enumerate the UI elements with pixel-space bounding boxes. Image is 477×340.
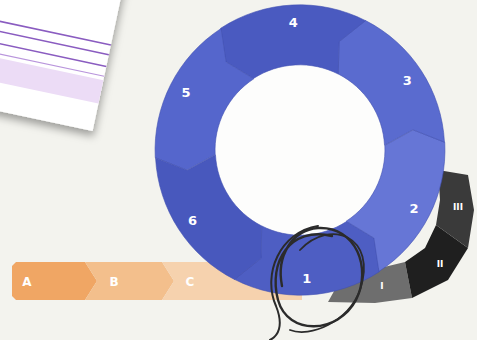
ribbon-segment-outline (436, 170, 474, 248)
step-label: 6 (188, 213, 197, 226)
step-label: 5 (181, 85, 190, 98)
paper-card (0, 0, 126, 131)
step-label: III (453, 203, 463, 212)
chevron-step: B (85, 262, 174, 300)
chevron-step-outline (85, 262, 174, 300)
step-label: I (380, 282, 383, 291)
chevron-step-outline (12, 262, 97, 300)
step-label: 1 (302, 271, 311, 284)
ribbon-segment-outline (328, 262, 412, 303)
cycle-segment: 6 (181, 208, 205, 232)
card-line (0, 27, 109, 55)
card-line (0, 17, 111, 45)
card-sheet (0, 0, 126, 131)
cycle-segment-outline (155, 28, 254, 170)
chevron-step: A (12, 262, 97, 300)
cycle-segment-outline (221, 5, 366, 79)
cycle-segment-outline (339, 21, 445, 146)
card-line (0, 38, 106, 66)
cycle-segment: 3 (395, 68, 419, 92)
chevron-step-shape (85, 262, 174, 300)
step-label: B (109, 276, 118, 288)
step-label: II (437, 260, 444, 269)
step-label: A (22, 276, 31, 288)
step-label: C (186, 276, 195, 288)
step-label: 3 (403, 74, 412, 87)
card-line (0, 48, 104, 76)
card-band (0, 52, 103, 104)
cycle-segment: 1 (295, 266, 319, 290)
cycle-segment-outline (155, 154, 261, 279)
cycle-segment: 5 (174, 80, 198, 104)
step-label: 2 (410, 202, 419, 215)
step-label: 4 (289, 16, 298, 29)
cycle-segment: 2 (402, 196, 426, 220)
cycle-segment: 4 (281, 10, 305, 34)
